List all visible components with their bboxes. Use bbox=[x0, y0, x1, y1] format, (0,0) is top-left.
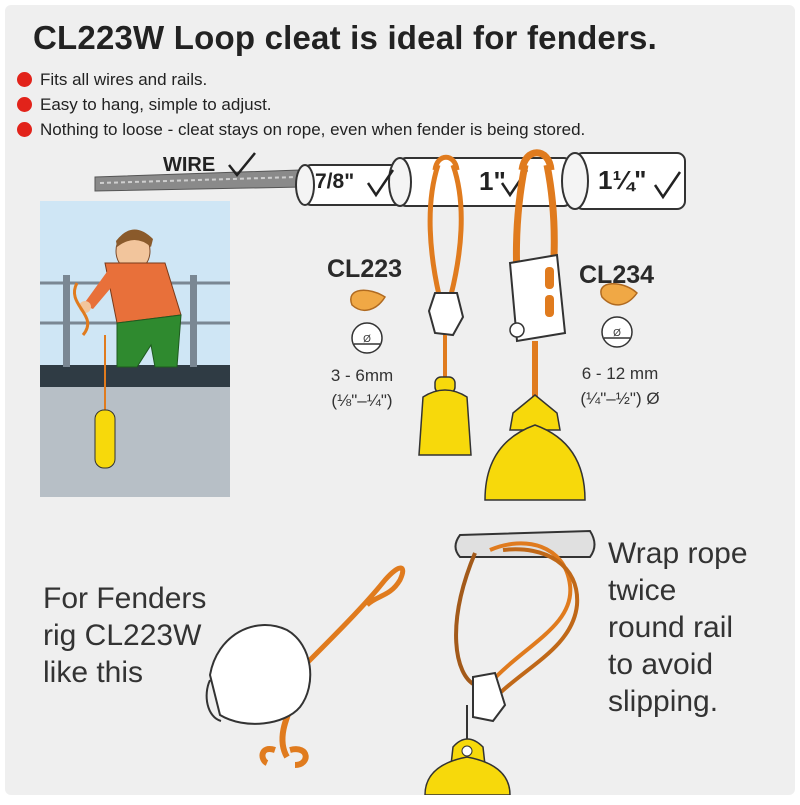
wrap-instruction-text: Wrap rope twice round rail to avoid slip… bbox=[608, 537, 748, 718]
rail-tube-7-8 bbox=[295, 164, 406, 206]
feature-text: Fits all wires and rails. bbox=[40, 69, 208, 89]
tube-size-label: 7/8" bbox=[315, 170, 355, 193]
feature-list: Fits all wires and rails. Easy to hang, … bbox=[17, 67, 585, 142]
svg-text:Ø: Ø bbox=[363, 334, 371, 345]
feature-text: Nothing to loose - cleat stays on rope, … bbox=[40, 119, 586, 139]
feature-item: Easy to hang, simple to adjust. bbox=[17, 92, 585, 117]
range-imperial: (⅛"–¼") bbox=[331, 391, 393, 410]
bullet-dot-icon bbox=[17, 97, 32, 112]
range-metric: 3 - 6mm bbox=[330, 366, 394, 385]
cl234-hanging-assembly bbox=[484, 149, 586, 501]
wire-label: WIRE bbox=[163, 154, 216, 176]
wire-cable bbox=[94, 169, 304, 192]
check-icon bbox=[653, 171, 682, 200]
rig-cleat-illustration bbox=[205, 565, 406, 768]
bullet-dot-icon bbox=[17, 122, 32, 137]
cl234-rope-range: 6 - 12 mm (¼"–½") Ø bbox=[565, 361, 675, 411]
tube-size-label: 1" bbox=[479, 166, 506, 196]
model-name-cl234: CL234 bbox=[579, 261, 655, 289]
feature-item: Nothing to loose - cleat stays on rope, … bbox=[17, 117, 585, 142]
diagram-panel: CL223W Loop cleat is ideal for fenders. … bbox=[5, 5, 795, 795]
illustration: Ø Ø bbox=[40, 149, 686, 795]
rig-instruction-text: For Fenders rig CL223W like this bbox=[43, 582, 207, 689]
cl223-rope-section-icon: Ø bbox=[350, 289, 387, 354]
boat-scene-image bbox=[40, 201, 230, 497]
cl223-rope-range: 3 - 6mm (⅛"–¼") bbox=[317, 363, 407, 413]
feature-text: Easy to hang, simple to adjust. bbox=[40, 94, 272, 114]
cl223-hanging-assembly bbox=[418, 154, 472, 456]
cl234-rope-section-icon: Ø bbox=[600, 282, 638, 348]
check-icon bbox=[366, 169, 395, 198]
tube-size-label: 1¼" bbox=[598, 165, 647, 195]
rail-wrap-illustration bbox=[424, 529, 596, 795]
check-icon bbox=[228, 152, 256, 177]
bullet-dot-icon bbox=[17, 72, 32, 87]
rail-tube-1-1-4 bbox=[561, 152, 686, 210]
range-metric: 6 - 12 mm bbox=[581, 364, 659, 383]
feature-item: Fits all wires and rails. bbox=[17, 67, 585, 92]
svg-text:Ø: Ø bbox=[613, 328, 621, 339]
page-title: CL223W Loop cleat is ideal for fenders. bbox=[33, 19, 657, 56]
range-imperial: (¼"–½") Ø bbox=[580, 389, 660, 408]
model-name-cl223: CL223 bbox=[327, 255, 403, 283]
